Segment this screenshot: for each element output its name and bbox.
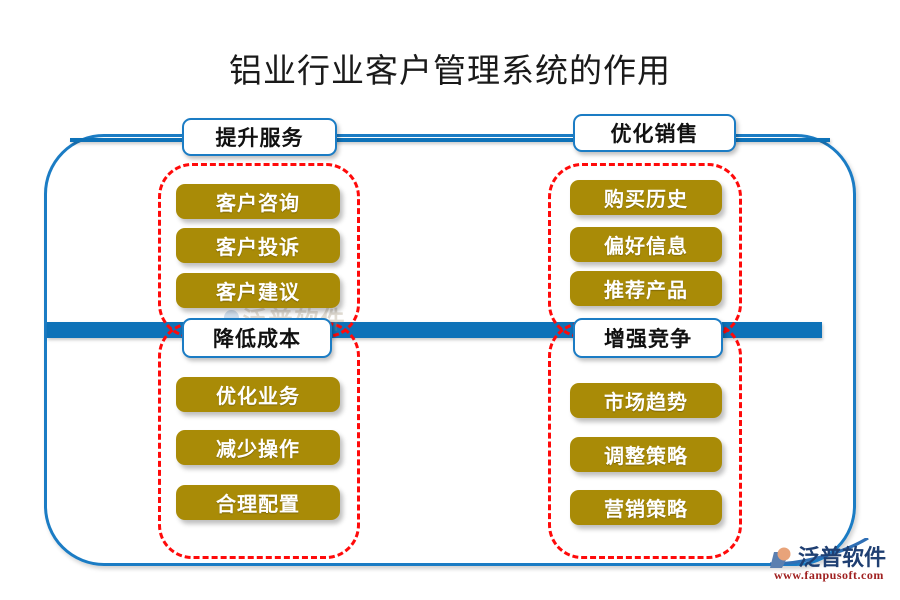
group-label-left-top[interactable]: 提升服务 xyxy=(182,118,337,156)
item-left-top-3[interactable]: 客户建议 xyxy=(176,273,340,308)
connector-rail-top-left xyxy=(70,138,210,142)
group-label-left-bottom[interactable]: 降低成本 xyxy=(182,318,332,358)
outer-frame xyxy=(44,134,856,566)
item-left-bottom-2[interactable]: 减少操作 xyxy=(176,430,340,465)
item-right-top-1[interactable]: 购买历史 xyxy=(570,180,722,215)
brand-logo: 泛普软件 www.fanpusoft.com xyxy=(768,538,894,590)
brand-url: www.fanpusoft.com xyxy=(774,568,884,582)
connector-rail-middle-right xyxy=(722,322,822,338)
page-title: 铝业行业客户管理系统的作用 xyxy=(229,54,671,90)
group-label-right-bottom[interactable]: 增强竞争 xyxy=(573,318,723,358)
item-right-top-3[interactable]: 推荐产品 xyxy=(570,271,722,306)
item-left-top-1[interactable]: 客户咨询 xyxy=(176,184,340,219)
item-left-bottom-1[interactable]: 优化业务 xyxy=(176,377,340,412)
item-left-top-2[interactable]: 客户投诉 xyxy=(176,228,340,263)
item-right-bottom-1[interactable]: 市场趋势 xyxy=(570,383,722,418)
brand-name: 泛普软件 xyxy=(798,545,887,570)
item-left-bottom-3[interactable]: 合理配置 xyxy=(176,485,340,520)
connector-rail-top-right xyxy=(730,138,830,142)
connector-rail-top-middle xyxy=(330,138,590,142)
item-right-bottom-3[interactable]: 营销策略 xyxy=(570,490,722,525)
item-right-top-2[interactable]: 偏好信息 xyxy=(570,227,722,262)
brand-swoosh-icon xyxy=(769,538,869,568)
item-right-bottom-2[interactable]: 调整策略 xyxy=(570,437,722,472)
connector-rail-middle-center xyxy=(320,322,590,338)
group-label-right-top[interactable]: 优化销售 xyxy=(573,114,736,152)
